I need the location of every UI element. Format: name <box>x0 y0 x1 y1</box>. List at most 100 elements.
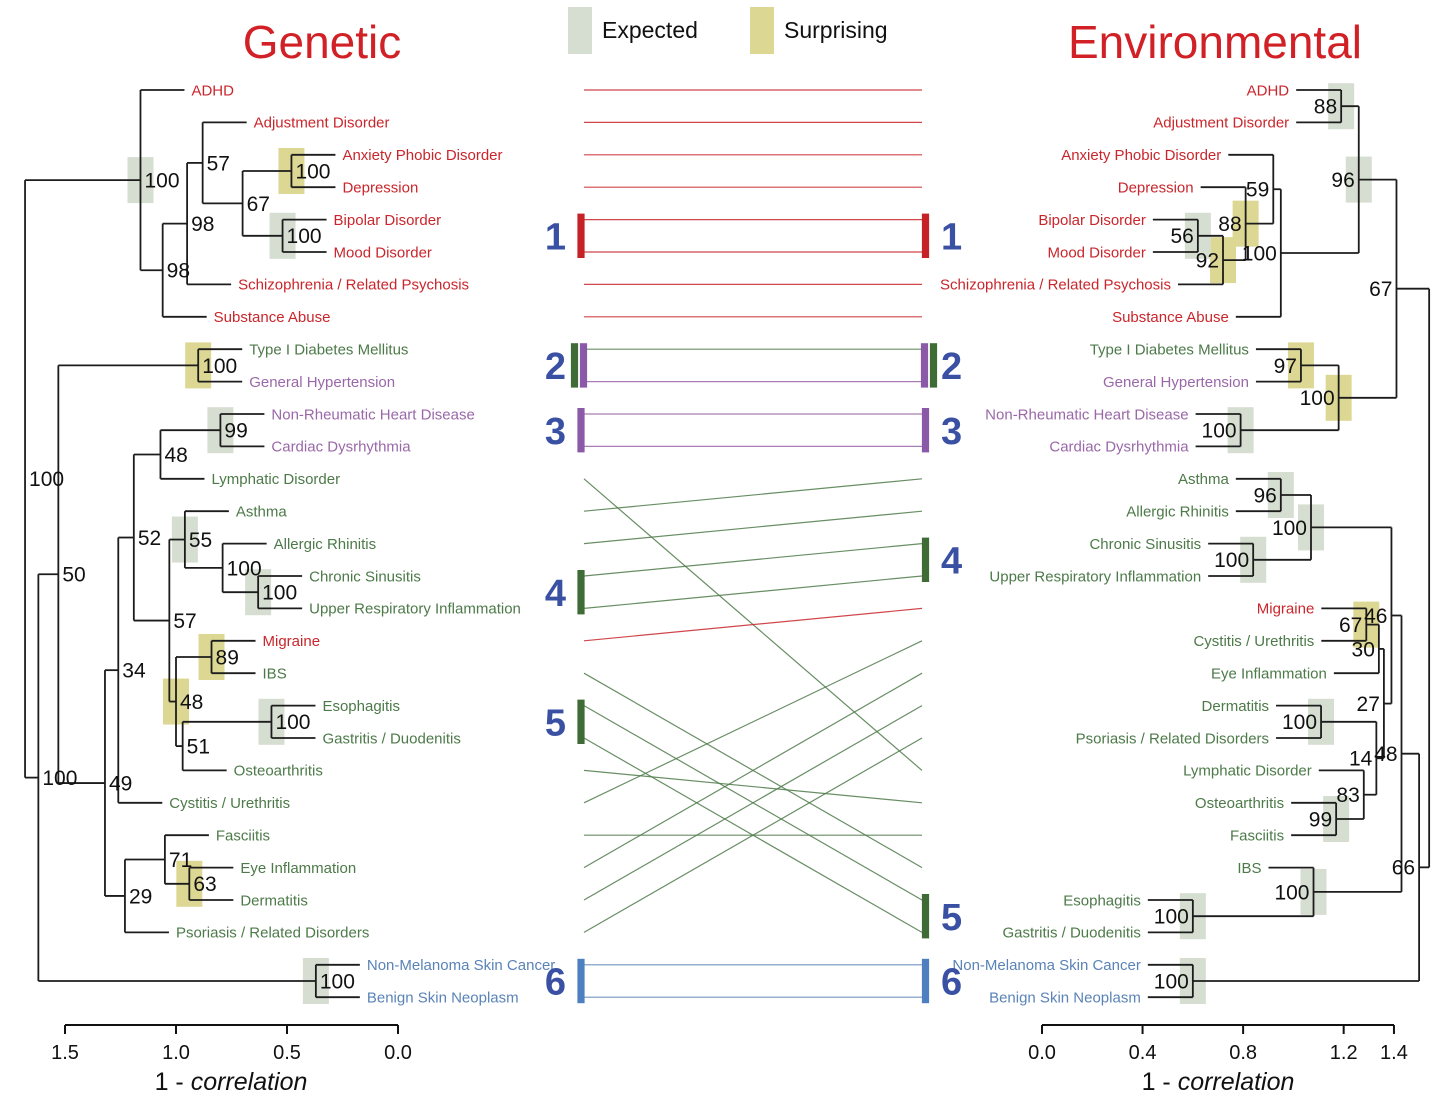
leaf-label: Lymphatic Disorder <box>1183 763 1312 780</box>
cluster-number-right-5: 5 <box>941 897 962 939</box>
support-value: 100 <box>144 169 179 192</box>
support-value: 100 <box>1242 242 1277 265</box>
cluster-bar-right-2 <box>929 343 938 388</box>
leaf-label: Mood Disorder <box>1047 244 1145 261</box>
cluster-bar-left-5 <box>577 699 585 744</box>
support-value: 52 <box>138 527 161 550</box>
connector-line <box>583 737 923 933</box>
cluster-bar-right-6 <box>921 958 930 1004</box>
cluster-number-left-4: 4 <box>545 573 566 615</box>
leaf-label: Depression <box>1118 179 1194 196</box>
support-value: 30 <box>1352 638 1375 661</box>
support-value: 48 <box>164 444 187 467</box>
axis-tick-label: 0.0 <box>1028 1042 1056 1064</box>
leaf-label: Osteoarthritis <box>234 763 323 780</box>
cluster-bar-left-4 <box>577 570 585 615</box>
leaf-label: Esophagitis <box>322 698 400 715</box>
leaf-label: Substance Abuse <box>1112 309 1229 326</box>
support-value: 29 <box>129 885 152 908</box>
support-value: 57 <box>207 152 230 175</box>
leaf-label: Esophagitis <box>1063 892 1141 909</box>
support-value: 67 <box>247 193 270 216</box>
support-value: 59 <box>1246 179 1269 202</box>
leaf-label: Eye Inflammation <box>240 860 356 877</box>
leaf-label: Chronic Sinusitis <box>309 568 421 585</box>
axis-title: 1 - correlation <box>1142 1068 1295 1096</box>
support-value: 67 <box>1339 614 1362 637</box>
connector-line <box>583 705 923 901</box>
connector-line <box>583 543 923 577</box>
leaf-label: Non-Rheumatic Heart Disease <box>271 406 474 423</box>
leaf-label: ADHD <box>1247 82 1290 99</box>
support-value: 100 <box>295 160 330 183</box>
titles: Genetic Environmental <box>243 16 1362 68</box>
support-value: 57 <box>173 610 196 633</box>
cluster-number-right-2: 2 <box>941 346 962 388</box>
cluster-bar-right-4 <box>921 537 930 582</box>
cluster-number-left-6: 6 <box>545 962 566 1004</box>
support-value: 66 <box>1392 857 1415 880</box>
leaf-label: Bipolar Disorder <box>1038 212 1146 229</box>
connector-line <box>583 672 923 869</box>
support-value: 27 <box>1357 693 1380 716</box>
support-value: 51 <box>187 735 210 758</box>
cluster-bar-right-2 <box>920 343 929 388</box>
environmental-title: Environmental <box>1068 16 1362 68</box>
leaf-label: Gastritis / Duodenitis <box>322 730 460 747</box>
leaf-label: Upper Respiratory Inflammation <box>309 601 521 618</box>
support-value: 48 <box>1374 743 1397 766</box>
axis-tick-label: 0.5 <box>273 1042 301 1064</box>
support-value: 67 <box>1369 278 1392 301</box>
connector-line <box>583 607 923 642</box>
connector-line <box>583 510 923 545</box>
cluster-bar-left-3 <box>577 408 585 453</box>
support-value: 55 <box>189 529 212 552</box>
cluster-bar-right-1 <box>921 213 930 258</box>
cluster-number-right-3: 3 <box>941 411 962 453</box>
support-value: 96 <box>1331 169 1354 192</box>
support-value: 99 <box>224 420 247 443</box>
leaf-label: Allergic Rhinitis <box>1126 503 1229 520</box>
leaf-label: Migraine <box>263 633 321 650</box>
leaf-label: Adjustment Disorder <box>254 115 390 132</box>
leaf-label: Fasciitis <box>1230 827 1284 844</box>
leaf-label: Non-Rheumatic Heart Disease <box>985 406 1188 423</box>
support-value: 88 <box>1218 213 1241 236</box>
leaf-label: Asthma <box>236 503 288 520</box>
leaf-label: Type I Diabetes Mellitus <box>1090 341 1249 358</box>
support-value: 100 <box>1202 420 1237 443</box>
support-value: 92 <box>1196 249 1219 272</box>
support-value: 100 <box>42 767 77 790</box>
legend-label-surprising: Surprising <box>784 17 888 43</box>
legend-swatch-surprising <box>750 7 774 54</box>
cluster-number-left-3: 3 <box>545 411 566 453</box>
leaf-label: Schizophrenia / Related Psychosis <box>238 277 469 294</box>
axis-tick-label: 1.0 <box>162 1042 190 1064</box>
genetic-title: Genetic <box>243 16 402 68</box>
support-value: 83 <box>1336 784 1359 807</box>
support-value: 100 <box>29 468 64 491</box>
leaf-label: Upper Respiratory Inflammation <box>989 568 1201 585</box>
support-value: 100 <box>262 582 297 605</box>
cluster-bar-right-3 <box>921 408 930 453</box>
leaf-label: Fasciitis <box>216 827 270 844</box>
legend-swatch-expected <box>568 7 592 54</box>
leaf-label: Cardiac Dysrhythmia <box>271 439 411 456</box>
support-value: 48 <box>180 691 203 714</box>
cluster-bar-left-1 <box>577 213 585 258</box>
leaf-label: Non-Melanoma Skin Cancer <box>367 957 555 974</box>
leaf-label: Benign Skin Neoplasm <box>989 989 1141 1006</box>
leaf-label: Type I Diabetes Mellitus <box>249 341 408 358</box>
leaf-label: General Hypertension <box>249 374 395 391</box>
leaf-label: Non-Melanoma Skin Cancer <box>952 957 1140 974</box>
axis-tick-label: 0.0 <box>384 1042 412 1064</box>
leaf-label: Psoriasis / Related Disorders <box>1076 730 1269 747</box>
leaf-label: Eye Inflammation <box>1211 665 1327 682</box>
cluster-number-left-2: 2 <box>545 346 566 388</box>
connector-line <box>583 478 923 512</box>
cluster-number-left-5: 5 <box>545 702 566 744</box>
axis-title: 1 - correlation <box>155 1068 308 1096</box>
